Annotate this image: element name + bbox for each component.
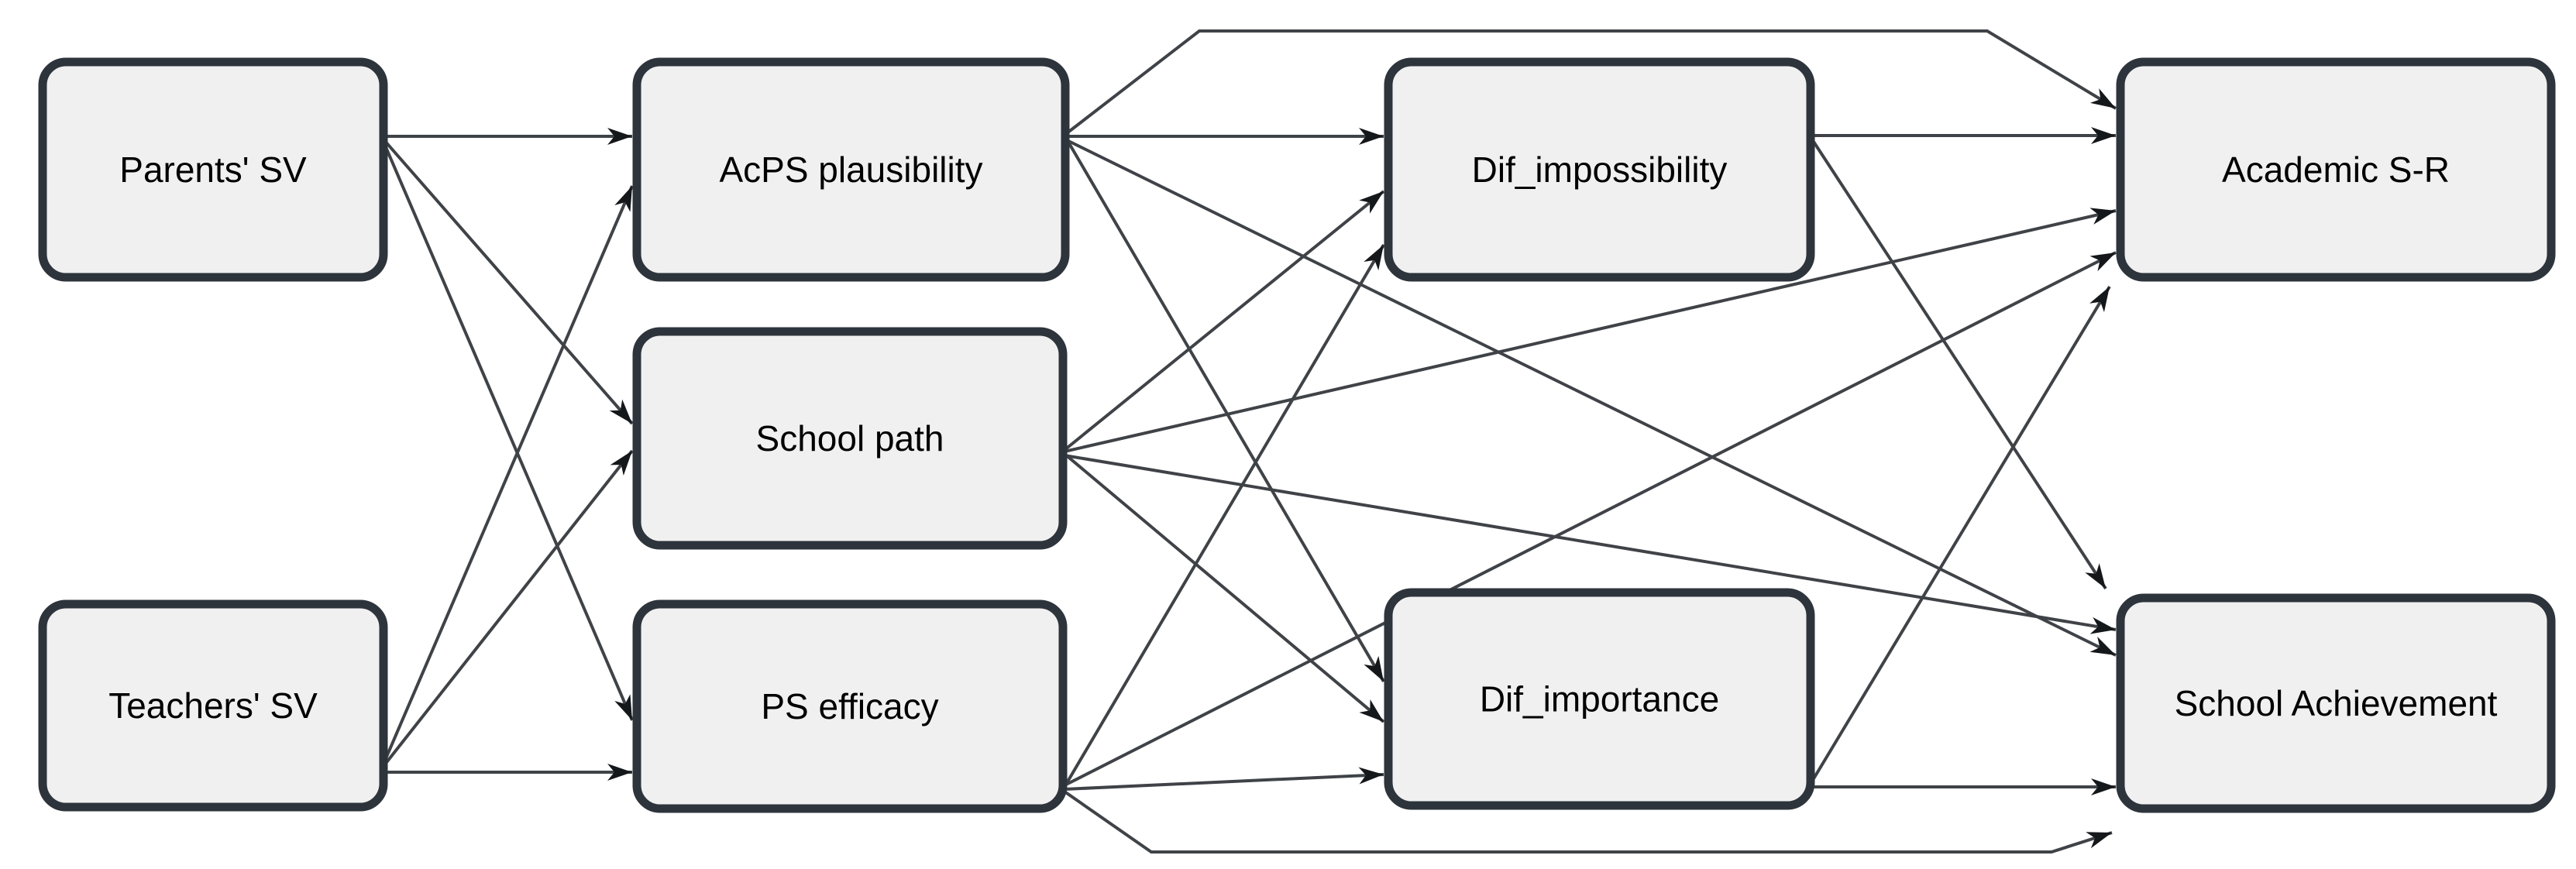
node-label-acps-plausibility: AcPS plausibility (719, 149, 982, 190)
edge-ps-efficacy-to-school-achievement (1063, 790, 2113, 854)
node-label-academic-sr: Academic S-R (2222, 149, 2450, 190)
edge-acps-plausibility-to-dif-importance (1065, 138, 1385, 683)
node-academic-sr: Academic S-R (2116, 57, 2556, 282)
edge-dif-importance-to-academic-sr (1809, 285, 2111, 785)
node-label-teachers-sv: Teachers' SV (108, 685, 318, 726)
edge-dif-impossibility-to-school-achievement (1811, 138, 2107, 590)
node-ps-efficacy: PS efficacy (632, 599, 1068, 813)
edge-ps-efficacy-to-dif-importance (1064, 767, 1384, 791)
edge-school-path-to-academic-sr (1064, 208, 2117, 453)
node-acps-plausibility: AcPS plausibility (632, 57, 1070, 282)
node-school-achievement: School Achievement (2116, 593, 2556, 813)
node-school-path: School path (632, 327, 1068, 550)
edge-school-path-to-dif-importance (1063, 452, 1385, 723)
node-box-parents-sv (38, 57, 388, 282)
node-label-parents-sv: Parents' SV (119, 149, 307, 190)
edge-parents-sv-to-school-path (382, 138, 634, 425)
node-dif-importance: Dif_importance (1384, 588, 1815, 810)
node-box-acps-plausibility (632, 57, 1070, 282)
edges-layer (382, 29, 2117, 854)
node-label-ps-efficacy: PS efficacy (761, 686, 938, 726)
node-label-school-achievement: School Achievement (2175, 683, 2498, 723)
node-box-school-path (632, 327, 1068, 550)
edge-ps-efficacy-to-academic-sr (1064, 251, 2117, 787)
edge-teachers-sv-to-school-path (383, 449, 634, 767)
node-label-dif-impossibility: Dif_impossibility (1472, 149, 1728, 190)
node-box-academic-sr (2116, 57, 2556, 282)
node-box-ps-efficacy (632, 599, 1068, 813)
edge-school-path-to-dif-impossibility (1063, 190, 1385, 452)
edge-parents-sv-to-ps-efficacy (382, 141, 634, 721)
node-box-school-achievement (2116, 593, 2556, 813)
edge-ps-efficacy-to-dif-impossibility (1063, 243, 1385, 788)
node-box-dif-importance (1384, 588, 1815, 810)
node-dif-impossibility: Dif_impossibility (1384, 57, 1815, 282)
node-parents-sv: Parents' SV (38, 57, 388, 282)
node-teachers-sv: Teachers' SV (38, 599, 388, 812)
node-label-school-path: School path (756, 418, 944, 459)
node-label-dif-importance: Dif_importance (1480, 679, 1719, 720)
edge-teachers-sv-to-acps-plausibility (383, 185, 634, 763)
node-box-dif-impossibility (1384, 57, 1815, 282)
edge-school-path-to-school-achievement (1064, 454, 2117, 634)
node-box-teachers-sv (38, 599, 388, 812)
edge-acps-plausibility-to-academic-sr (1065, 29, 2117, 135)
nodes-layer: Parents' SV Teachers' SV AcPS plausibility… (38, 57, 2556, 813)
